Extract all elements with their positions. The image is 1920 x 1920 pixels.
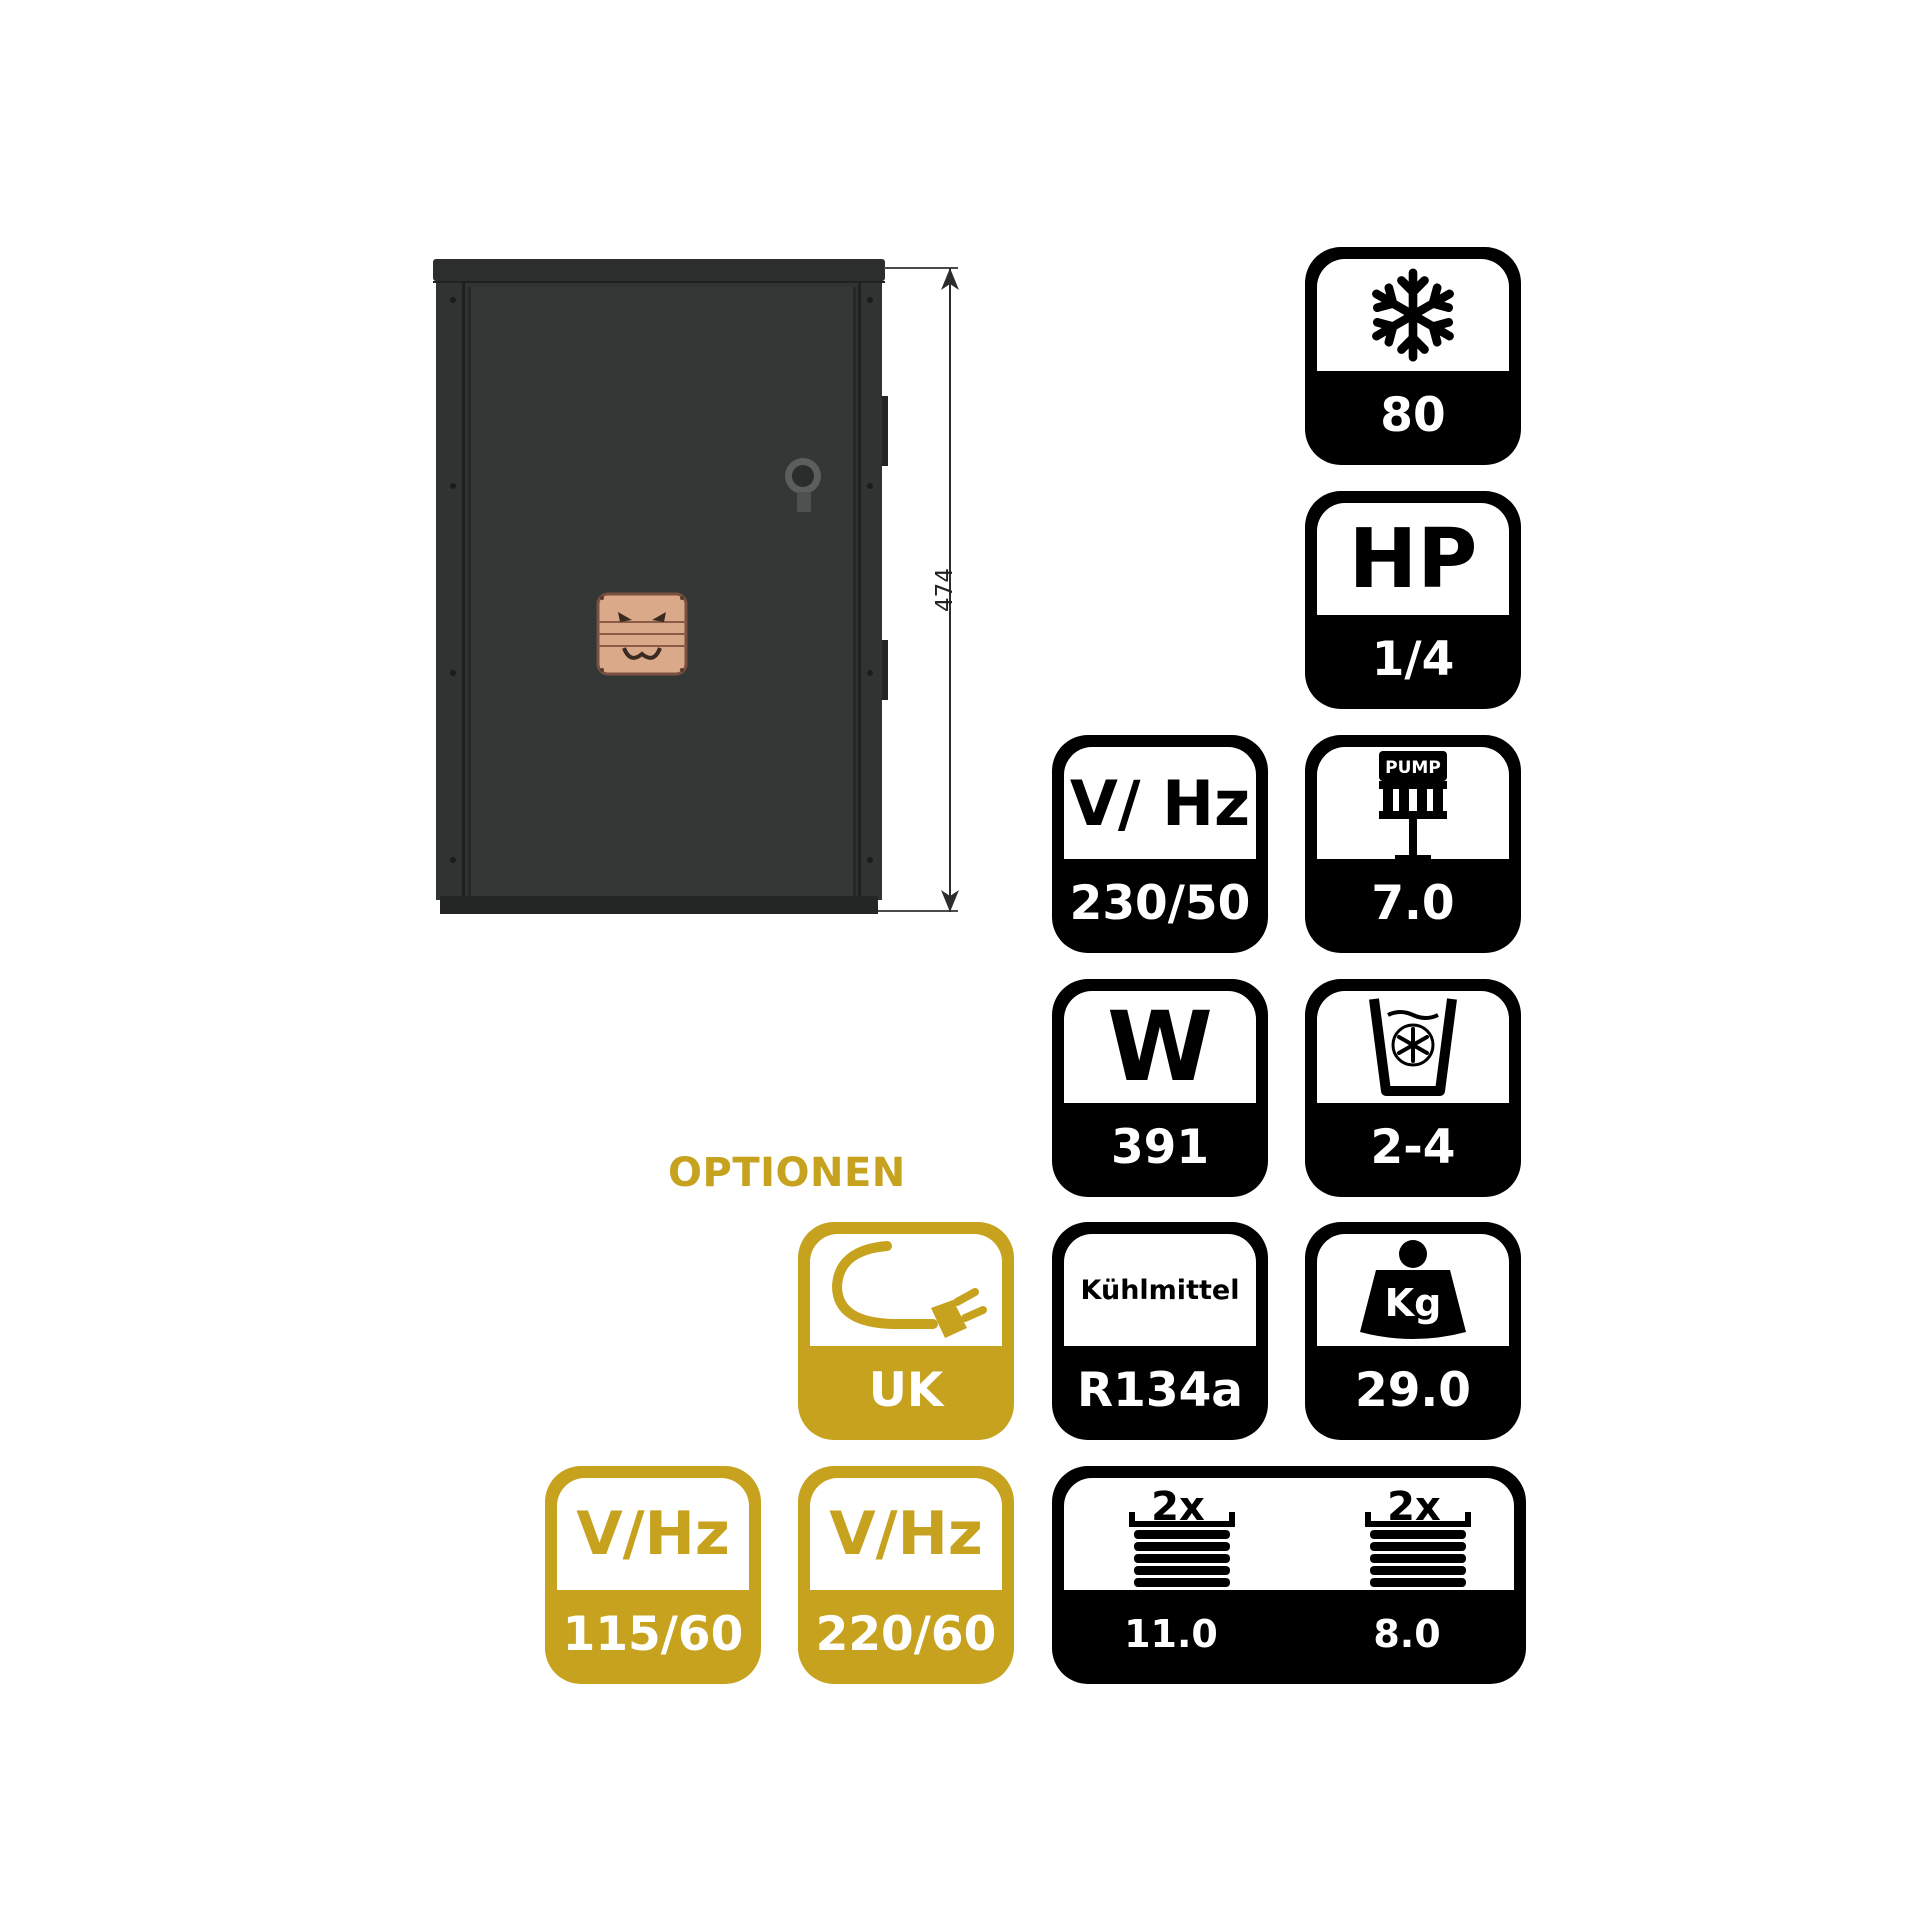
- ice-production-value: 80: [1380, 387, 1446, 443]
- voltage-220-symbol: V/Hz: [829, 1499, 983, 1569]
- cabinet-top: [433, 259, 885, 281]
- weight-icon-label: Kg: [1385, 1281, 1442, 1325]
- dimension-tick-top: [884, 267, 958, 269]
- cabinet-rail-right: [858, 283, 861, 898]
- uk-plug-option-badge: UK: [798, 1222, 1014, 1440]
- voltage-115-value: 115/60: [562, 1606, 744, 1662]
- rivet: [450, 297, 456, 303]
- side-hinge-top: [882, 396, 888, 466]
- coils-badge: 2x 2x 11.0 8.0: [1052, 1466, 1526, 1684]
- refrigerant-badge: Kühlmittel R134a: [1052, 1222, 1268, 1440]
- coil-icon: 2x: [1129, 1484, 1235, 1587]
- side-hinge-bottom: [882, 640, 888, 700]
- ice-production-badge: 80: [1305, 247, 1521, 465]
- storage-value: 2-4: [1370, 1119, 1456, 1175]
- coil-left-value: 11.0: [1124, 1612, 1218, 1656]
- door-lock-core: [792, 465, 814, 487]
- ice-bin-icon: [1369, 998, 1457, 1096]
- power-value: 391: [1110, 1119, 1210, 1175]
- horsepower-value: 1/4: [1371, 631, 1455, 687]
- cabinet-base: [440, 896, 878, 914]
- door-lock-slot: [797, 492, 811, 512]
- dimension-tick-bottom: [878, 910, 958, 912]
- dimension-arrow-up-icon: [941, 268, 959, 290]
- weight-badge: Kg 29.0: [1305, 1222, 1521, 1440]
- voltage-115-option-badge: V/Hz 115/60: [545, 1466, 761, 1684]
- dimension-arrow-down-icon: [941, 890, 959, 912]
- refrigerant-value: R134a: [1076, 1362, 1243, 1418]
- coil-icon: 2x: [1365, 1484, 1471, 1587]
- rivet: [450, 483, 456, 489]
- pump-badge: PUMP 7.0: [1305, 735, 1521, 953]
- power-badge: W 391: [1052, 979, 1268, 1197]
- horsepower-badge: HP 1/4: [1305, 491, 1521, 709]
- pump-value: 7.0: [1371, 875, 1455, 931]
- horsepower-symbol: HP: [1348, 511, 1478, 607]
- weight-icon: Kg: [1360, 1240, 1466, 1339]
- refrigerant-symbol: Kühlmittel: [1080, 1274, 1240, 1306]
- voltage-value: 230/50: [1069, 875, 1251, 931]
- brand-logo-icon: [596, 592, 688, 676]
- cabinet-top-edge: [433, 281, 885, 283]
- rivet: [867, 670, 873, 676]
- uk-plug-value: UK: [868, 1362, 944, 1418]
- storage-badge: 2-4: [1305, 979, 1521, 1197]
- pump-icon: PUMP: [1379, 751, 1447, 861]
- voltage-symbol: V/ Hz: [1069, 766, 1251, 840]
- snowflake-icon: [1372, 268, 1454, 362]
- rivet: [867, 483, 873, 489]
- coil-right-value: 8.0: [1373, 1612, 1441, 1656]
- coils-values: 11.0 8.0: [1052, 1594, 1526, 1674]
- height-dimension-label: 474: [932, 568, 958, 612]
- cabinet-rail-left: [462, 283, 465, 898]
- pump-icon-label: PUMP: [1385, 758, 1441, 778]
- height-dimension-line: [949, 268, 951, 912]
- rivet: [867, 857, 873, 863]
- power-symbol: W: [1107, 991, 1213, 1103]
- voltage-badge: V/ Hz 230/50: [1052, 735, 1268, 953]
- rivet: [450, 670, 456, 676]
- power-plug-icon: [831, 1241, 987, 1338]
- rivet: [450, 857, 456, 863]
- voltage-220-value: 220/60: [815, 1606, 997, 1662]
- weight-value: 29.0: [1355, 1362, 1471, 1418]
- options-title: OPTIONEN: [668, 1150, 906, 1196]
- voltage-115-symbol: V/Hz: [576, 1499, 730, 1569]
- voltage-220-option-badge: V/Hz 220/60: [798, 1466, 1014, 1684]
- rivet: [867, 297, 873, 303]
